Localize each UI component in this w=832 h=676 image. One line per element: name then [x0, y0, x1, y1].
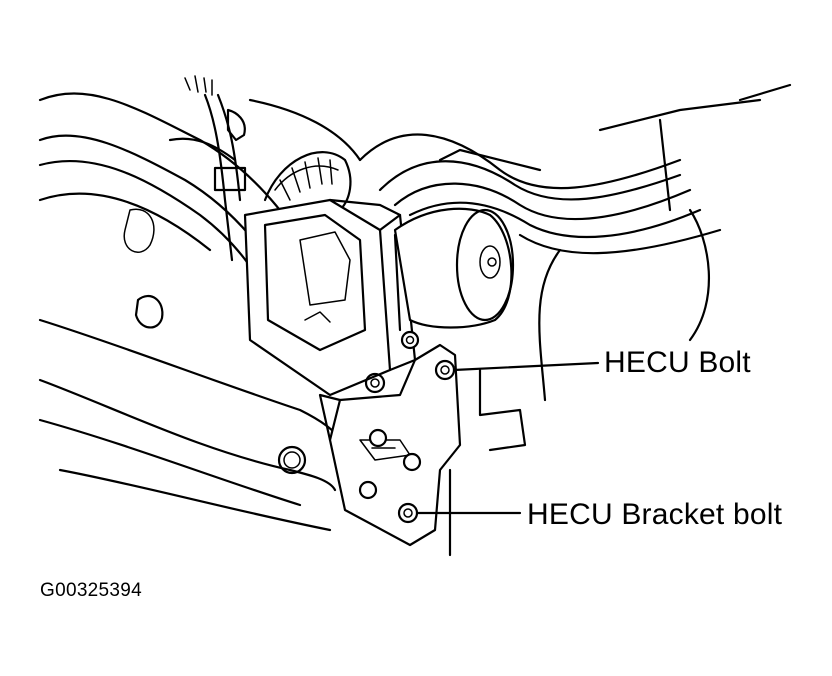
pump-motor [393, 207, 515, 332]
hecu-bolt-leader-line [452, 361, 600, 372]
hecu-module [243, 198, 417, 397]
bracket-bolt-icon [358, 428, 422, 524]
hecu-bracket-bolt-label: HECU Bracket bolt [527, 498, 783, 531]
brake-lines [358, 83, 792, 452]
bolt-icon [400, 330, 420, 350]
wiring-harness [168, 75, 362, 262]
figure-id: G00325394 [40, 580, 143, 601]
hecu-bolt-icon [434, 359, 456, 381]
hecu-bolt-label: HECU Bolt [604, 346, 751, 379]
harness-coil [263, 151, 352, 212]
vehicle-frame-rail [38, 92, 342, 532]
